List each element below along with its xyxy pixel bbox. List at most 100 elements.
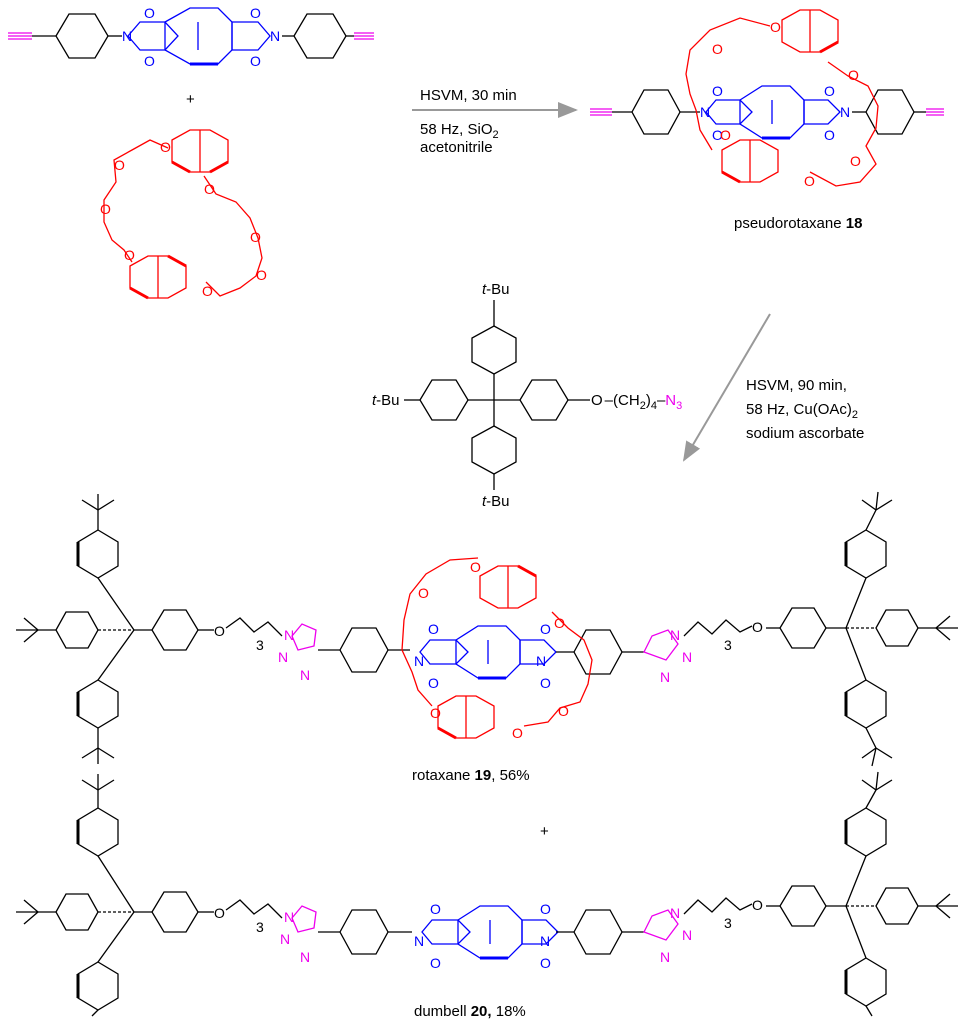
step1-condition-3: acetonitrile <box>420 139 493 156</box>
stopper-right <box>766 771 958 1017</box>
triazole-n: N <box>660 949 670 965</box>
triazole-right: N N N <box>643 627 692 685</box>
ether-o: O <box>160 139 171 155</box>
ether-o: O <box>720 127 731 143</box>
carbonyl-o: O <box>540 955 551 971</box>
triazole-n: N <box>682 649 692 665</box>
imide-n: N <box>540 933 550 949</box>
triazole-n: N <box>670 905 680 921</box>
stopper-right <box>766 491 958 767</box>
ether-o: O <box>214 623 225 639</box>
carbonyl-o: O <box>712 127 723 143</box>
step1-condition-2: 58 Hz, SiO2 <box>420 121 499 141</box>
carbonyl-o: O <box>428 621 439 637</box>
ndi-core <box>127 7 271 66</box>
ether-o: O <box>250 229 261 245</box>
ether-o: O <box>770 19 781 35</box>
ether-o: O <box>752 619 763 635</box>
chain-sub: 3 <box>724 915 732 931</box>
stopper-left: O 3 <box>16 774 283 1017</box>
carbonyl-o: O <box>540 621 551 637</box>
ether-o: O <box>470 559 481 575</box>
alkyne-left <box>8 32 56 40</box>
crown-ether: O O O O O O O O <box>100 129 267 300</box>
carbonyl-o: O <box>250 5 261 21</box>
step1-condition-1: HSVM, 30 min <box>420 87 517 104</box>
triazole-n: N <box>660 669 670 685</box>
label-dumbell: dumbell 20, 18% <box>414 1003 526 1020</box>
ether-o: O <box>558 703 569 719</box>
tbu-bottom: t-Bu <box>482 493 510 510</box>
chain-sub: 3 <box>256 637 264 653</box>
triazole-right: N N N <box>643 905 692 965</box>
imide-n: N <box>536 653 546 669</box>
ether-o: O <box>114 157 125 173</box>
imide-n: N <box>700 104 710 120</box>
carbonyl-o: O <box>824 83 835 99</box>
ether-o: O <box>202 283 213 299</box>
ether-o: O <box>554 615 565 631</box>
ether-o: O <box>256 267 267 283</box>
stopper-left: O 3 <box>16 494 283 764</box>
ether-o: O <box>752 897 763 913</box>
step2-condition-2: 58 Hz, Cu(OAc)2 <box>746 401 858 421</box>
ether-o: O <box>850 153 861 169</box>
triazole-left: N N N <box>278 623 317 683</box>
carbonyl-o: O <box>540 675 551 691</box>
label-rotaxane: rotaxane 19, 56% <box>412 767 530 784</box>
azide-stopper: t-Bu t-Bu t-Bu O–(CH2)4–N3 <box>372 281 682 510</box>
ether-o: O <box>804 173 815 189</box>
triazole-n: N <box>682 927 692 943</box>
ether-o: O <box>214 905 225 921</box>
ether-o: O <box>100 201 111 217</box>
ether-o: O <box>430 705 441 721</box>
carbonyl-o: O <box>712 83 723 99</box>
imide-n: N <box>840 104 850 120</box>
ether-o: O <box>204 181 215 197</box>
phenyl-right <box>293 13 347 59</box>
ether-o: O <box>124 247 135 263</box>
triazole-left: N N N <box>280 905 317 965</box>
azide-chain: O–(CH2)4–N3 <box>591 392 682 412</box>
alkyne-right <box>346 32 374 40</box>
ether-o: O <box>712 41 723 57</box>
carbonyl-o: O <box>144 5 155 21</box>
carbonyl-o: O <box>430 955 441 971</box>
chain-sub: 3 <box>256 919 264 935</box>
tbu-left: t-Bu <box>372 392 400 409</box>
imide-n: N <box>414 933 424 949</box>
triazole-n: N <box>284 909 294 925</box>
plus-sign: + <box>186 91 195 108</box>
plus-sign-2: + <box>540 823 549 840</box>
step2-condition-3: sodium ascorbate <box>746 425 864 442</box>
carbonyl-o: O <box>144 53 155 69</box>
triazole-n: N <box>670 627 680 643</box>
carbonyl-o: O <box>250 53 261 69</box>
tbu-top: t-Bu <box>482 281 510 298</box>
triazole-n: N <box>280 931 290 947</box>
rotaxane-19: O 3 N N N N N O O O O N N <box>16 491 958 767</box>
phenyl-left <box>55 13 109 59</box>
imide-n: N <box>414 653 424 669</box>
ether-o: O <box>418 585 429 601</box>
step2-condition-1: HSVM, 90 min, <box>746 377 847 394</box>
ndi-dialkyne: N O O O O N <box>8 5 374 69</box>
reaction-arrow-2 <box>682 313 771 462</box>
carbonyl-o: O <box>430 901 441 917</box>
triazole-n: N <box>284 627 294 643</box>
triazole-n: N <box>300 949 310 965</box>
carbonyl-o: O <box>428 675 439 691</box>
ether-o: O <box>512 725 523 741</box>
chain-sub: 3 <box>724 637 732 653</box>
pseudorotaxane-18: N N O O O O O O O O O O <box>590 9 944 189</box>
carbonyl-o: O <box>540 901 551 917</box>
dumbell-20: O 3 N N N N N O O O O N N N <box>16 771 958 1017</box>
carbonyl-o: O <box>824 127 835 143</box>
triazole-n: N <box>278 649 288 665</box>
label-pseudorotaxane: pseudorotaxane 18 <box>734 215 862 232</box>
imide-n-right: N <box>270 28 280 44</box>
triazole-n: N <box>300 667 310 683</box>
imide-n-left: N <box>122 28 132 44</box>
ether-o: O <box>848 67 859 83</box>
